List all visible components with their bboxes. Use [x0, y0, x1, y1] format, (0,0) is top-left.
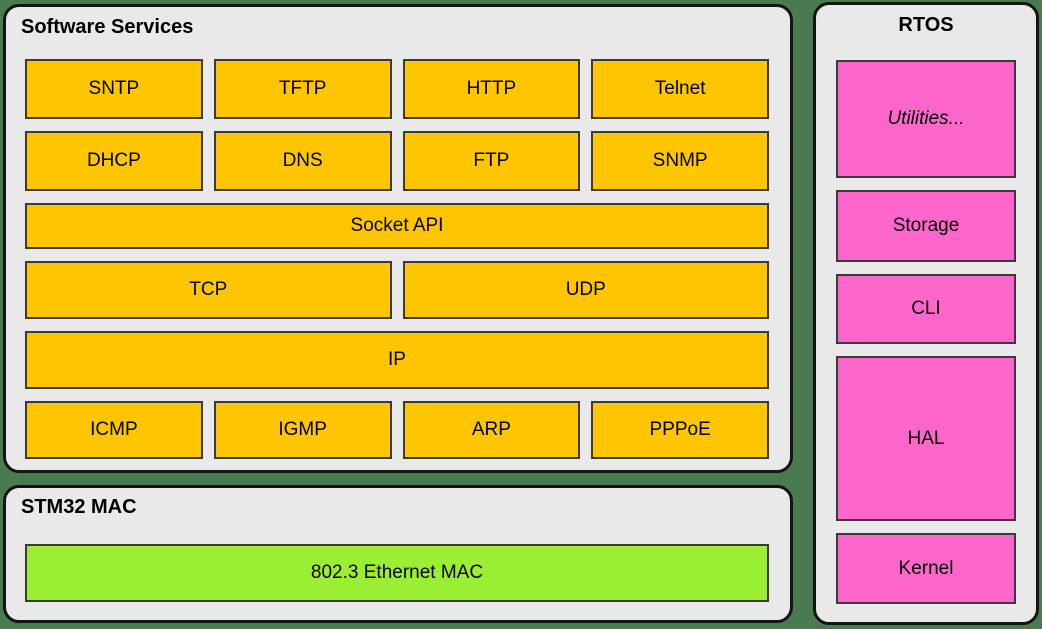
box-telnet: Telnet	[591, 59, 769, 119]
box-pppoe: PPPoE	[591, 401, 769, 459]
box-ftp: FTP	[402, 131, 581, 191]
box-utilities: Utilities...	[836, 60, 1016, 178]
software-services-grid: SNTP TFTP HTTP Telnet DHCP DNS FTP SNMP …	[25, 59, 769, 459]
rtos-stack: Utilities... Storage CLI HAL Kernel	[816, 60, 1036, 604]
stm32-mac-panel: STM32 MAC 802.3 Ethernet MAC	[3, 485, 793, 623]
box-socket-api: Socket API	[25, 203, 769, 249]
box-snmp: SNMP	[591, 131, 769, 191]
box-arp: ARP	[402, 401, 581, 459]
software-services-title: Software Services	[21, 16, 194, 38]
box-hal: HAL	[836, 356, 1016, 521]
box-http: HTTP	[402, 59, 581, 119]
box-tcp: TCP	[25, 261, 392, 319]
rtos-panel: RTOS Utilities... Storage CLI HAL Kernel	[813, 2, 1039, 625]
box-dns: DNS	[213, 131, 392, 191]
box-cli: CLI	[836, 274, 1016, 344]
box-igmp: IGMP	[213, 401, 392, 459]
rtos-title: RTOS	[898, 14, 954, 36]
box-storage: Storage	[836, 190, 1016, 262]
software-services-panel: Software Services SNTP TFTP HTTP Telnet …	[3, 4, 793, 473]
box-ip: IP	[25, 331, 769, 389]
stm32-mac-title: STM32 MAC	[21, 496, 137, 518]
box-ethernet-mac: 802.3 Ethernet MAC	[25, 544, 769, 602]
box-tftp: TFTP	[213, 59, 392, 119]
box-dhcp: DHCP	[25, 131, 203, 191]
box-icmp: ICMP	[25, 401, 203, 459]
box-udp: UDP	[402, 261, 769, 319]
box-sntp: SNTP	[25, 59, 203, 119]
box-kernel: Kernel	[836, 533, 1016, 604]
